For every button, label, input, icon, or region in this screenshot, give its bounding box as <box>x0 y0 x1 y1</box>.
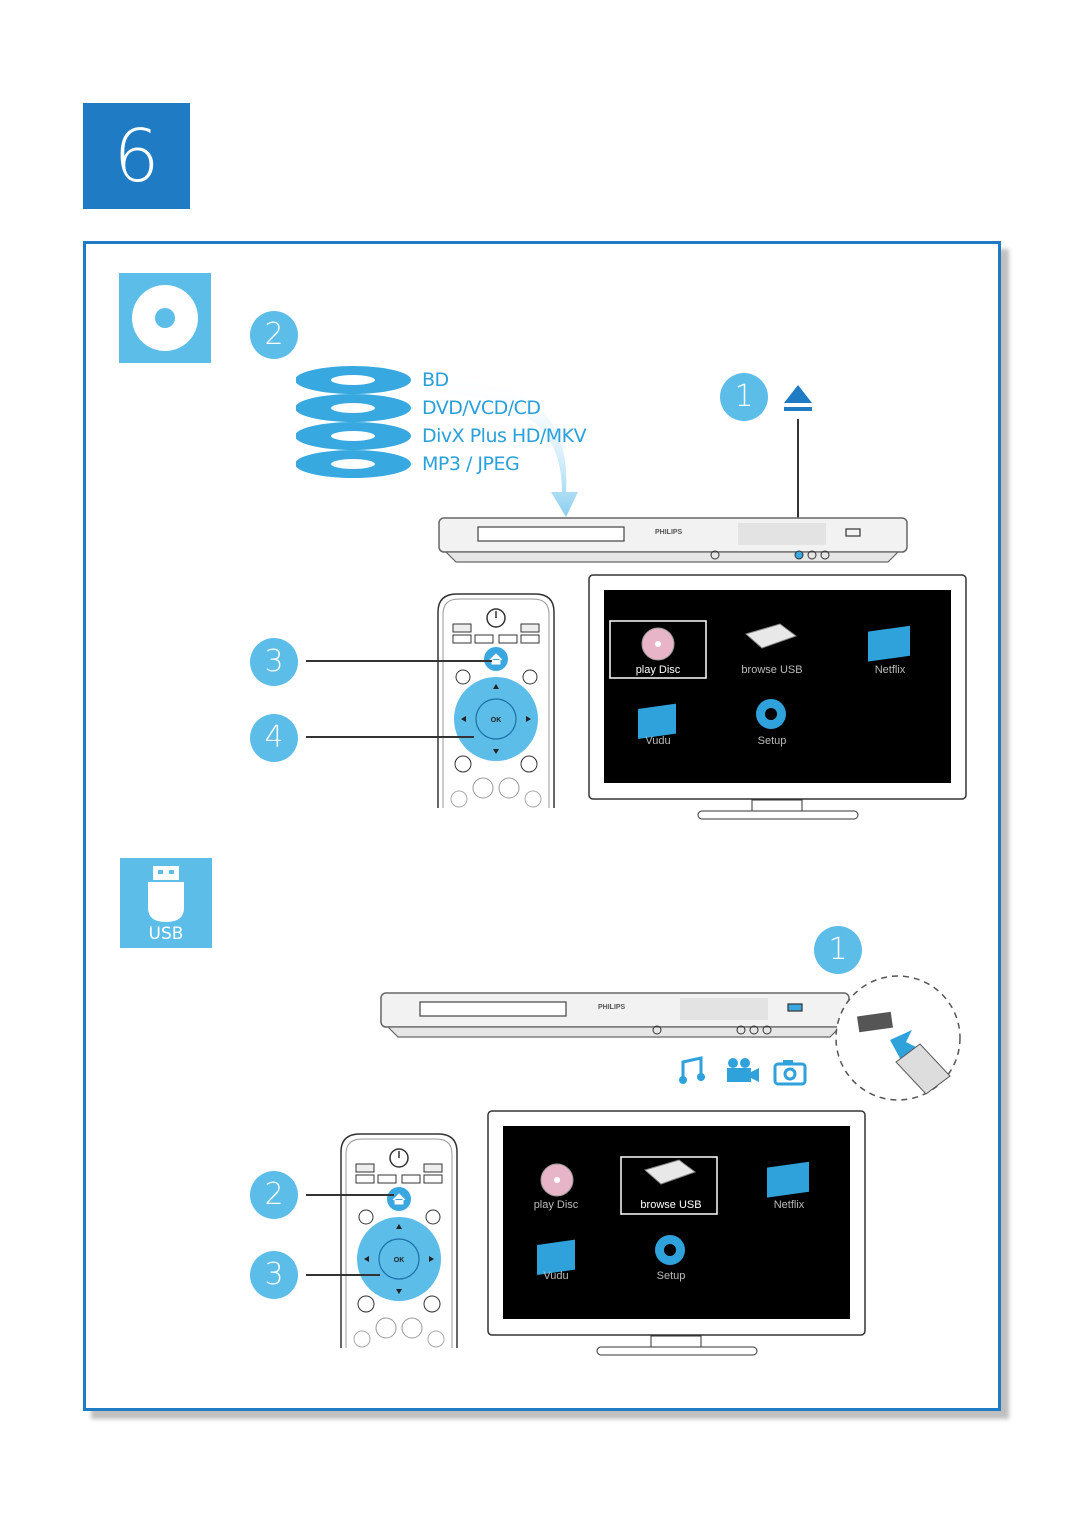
player-brand-usb: PHILIPS <box>598 1004 626 1011</box>
tv-menu-vudu[interactable]: Vudu <box>645 735 671 747</box>
tv-menu-netflix[interactable]: Netflix <box>874 664 906 676</box>
player-brand: PHILIPS <box>655 529 683 536</box>
tv-menu-vudu-usb[interactable]: Vudu <box>543 1270 569 1282</box>
tv-menu-netflix-usb[interactable]: Netflix <box>773 1199 805 1211</box>
usb-section-icon: USB <box>120 858 212 948</box>
eject-pointer-line <box>797 419 799 554</box>
step-connect-usb: 1 <box>814 926 862 974</box>
tv-menu-play-disc[interactable]: play Disc <box>635 664 681 676</box>
chapter-number: 6 <box>83 103 190 209</box>
remote-control: OK <box>437 593 555 808</box>
video-camera-icon <box>727 1058 759 1082</box>
usb-label: USB <box>148 924 184 944</box>
tv-menu-play-disc-usb[interactable]: play Disc <box>533 1199 579 1211</box>
home-pointer-line-usb <box>306 1194 394 1196</box>
format-divx: DivX Plus HD/MKV <box>422 425 587 447</box>
media-icons <box>679 1056 807 1086</box>
eject-icon <box>784 385 812 411</box>
photo-camera-icon <box>773 1060 807 1086</box>
tv-screen <box>588 574 967 820</box>
dvd-player-usb <box>380 992 850 1038</box>
step-navigate-disc: 4 <box>250 714 298 762</box>
usb-drive-icon <box>148 866 184 922</box>
format-bd: BD <box>422 369 449 391</box>
dvd-player <box>438 517 908 563</box>
tv-menu-setup-usb[interactable]: Setup <box>656 1270 686 1282</box>
svg-text:OK: OK <box>394 1257 405 1264</box>
format-dvd: DVD/VCD/CD <box>422 397 541 419</box>
disc-icon <box>132 285 198 351</box>
navigate-pointer-line <box>306 736 474 738</box>
svg-text:OK: OK <box>491 717 502 724</box>
step-home-disc: 3 <box>250 638 298 686</box>
tv-screen-usb <box>487 1110 866 1356</box>
step-home-usb: 2 <box>250 1171 298 1219</box>
remote-control-usb: OK <box>340 1133 458 1348</box>
step-navigate-usb: 3 <box>250 1251 298 1299</box>
disc-section-icon <box>119 273 211 363</box>
tv-menu-browse-usb[interactable]: browse USB <box>741 664 803 676</box>
step-eject: 1 <box>720 373 768 421</box>
music-icon <box>679 1056 705 1084</box>
format-mp3: MP3 / JPEG <box>422 453 520 475</box>
step-insert-disc: 2 <box>250 311 298 359</box>
navigate-pointer-line-usb <box>306 1274 380 1276</box>
home-pointer-line <box>306 660 492 662</box>
disc-stack-graphic <box>296 366 578 517</box>
tv-menu-browse-usb-usb[interactable]: browse USB <box>640 1199 702 1211</box>
usb-insert-zoom <box>835 975 961 1101</box>
tv-menu-setup[interactable]: Setup <box>757 735 787 747</box>
